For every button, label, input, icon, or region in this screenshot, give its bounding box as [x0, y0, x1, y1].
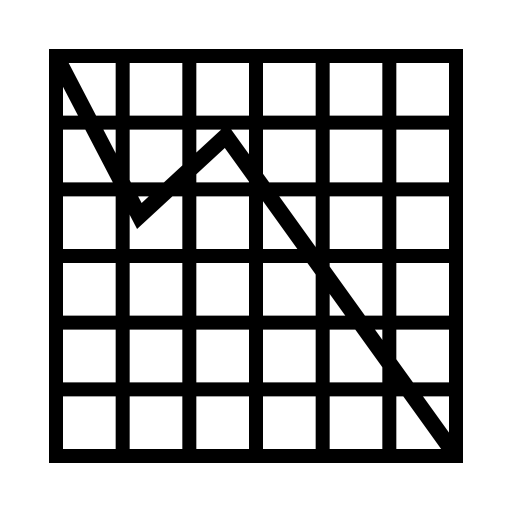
- trend-line: [48, 52, 463, 461]
